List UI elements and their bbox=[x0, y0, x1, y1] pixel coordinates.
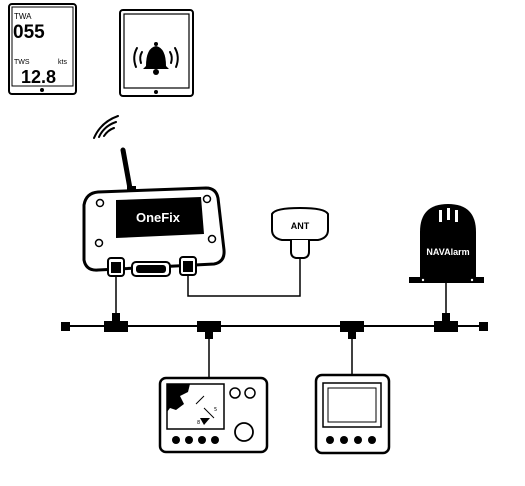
tablet-home-button bbox=[154, 90, 158, 94]
onefix-device: OneFix bbox=[82, 147, 226, 277]
mfd-rotary-knob bbox=[234, 422, 254, 442]
antenna-label: ANT bbox=[291, 221, 310, 231]
display-button bbox=[40, 88, 44, 92]
mfd-button bbox=[244, 387, 256, 399]
twa-value: 055 bbox=[13, 22, 45, 43]
tablet-device bbox=[119, 9, 194, 97]
navalarm-label: NAVAlarm bbox=[426, 247, 469, 257]
mfd-button bbox=[229, 387, 241, 399]
cables bbox=[115, 258, 447, 378]
tws-label: TWS bbox=[14, 59, 30, 66]
twa-label: TWA bbox=[14, 12, 32, 21]
svg-text:5: 5 bbox=[214, 407, 217, 413]
instrument-display bbox=[314, 373, 391, 455]
svg-text:8: 8 bbox=[197, 420, 200, 426]
tws-unit: kts bbox=[58, 59, 67, 66]
nmea-backbone bbox=[61, 313, 488, 339]
onefix-label: OneFix bbox=[136, 210, 181, 225]
navalarm-device: NAVAlarm bbox=[409, 204, 484, 283]
wind-instrument-display: TWA 055 TWS kts 12.8 bbox=[8, 3, 77, 95]
tws-value: 12.8 bbox=[21, 67, 56, 87]
terminator-right bbox=[479, 322, 488, 331]
t-connector bbox=[197, 321, 221, 339]
alarm-bell-icon bbox=[133, 42, 179, 75]
t-connector bbox=[434, 313, 458, 332]
terminator-left bbox=[61, 322, 70, 331]
gps-antenna: ANT bbox=[271, 206, 329, 259]
wifi-signal-icon bbox=[93, 115, 119, 139]
t-connector bbox=[104, 313, 128, 332]
chartplotter-display: 8 5 bbox=[158, 376, 269, 454]
t-connector bbox=[340, 321, 364, 339]
